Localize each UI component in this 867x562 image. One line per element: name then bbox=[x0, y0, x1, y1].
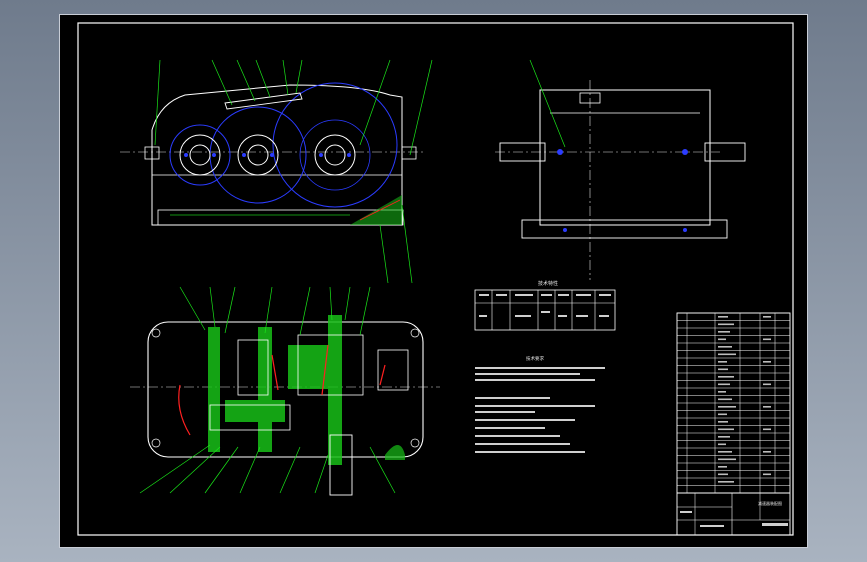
gear-circle-4 bbox=[299, 119, 371, 191]
parts-list-entry bbox=[718, 473, 728, 476]
parts-list-entry bbox=[718, 376, 734, 378]
side-breather bbox=[579, 92, 601, 104]
tech-requirements: 技术要求 bbox=[475, 355, 605, 453]
tech-spec-table: 技术特性 bbox=[474, 280, 616, 331]
drawing-frame bbox=[77, 22, 794, 536]
parts-list bbox=[676, 312, 791, 536]
parts-list-entry bbox=[718, 368, 728, 371]
parts-list-entry bbox=[718, 406, 736, 408]
title-block-name: 减速器装配图 bbox=[758, 500, 782, 506]
parts-list-entry bbox=[718, 316, 728, 318]
parts-list-entry bbox=[718, 458, 736, 461]
note-lines bbox=[475, 367, 605, 453]
parts-list-entry bbox=[718, 361, 727, 363]
cad-drawing: 技术特性 技术要求 bbox=[77, 22, 794, 536]
side-shaft-right bbox=[704, 142, 746, 162]
side-view bbox=[495, 59, 746, 280]
parts-list-entry bbox=[718, 466, 727, 468]
output-shaft-end bbox=[401, 146, 417, 160]
parts-list-entry bbox=[718, 338, 726, 341]
inspection-cover bbox=[224, 92, 303, 110]
front-view bbox=[120, 59, 433, 284]
tech-requirements-title: 技术要求 bbox=[526, 355, 544, 362]
parts-list-entry bbox=[718, 398, 732, 401]
parts-list-entry bbox=[718, 331, 730, 333]
input-shaft-end bbox=[144, 146, 160, 160]
parts-list-entry bbox=[718, 346, 732, 348]
base-flange bbox=[157, 209, 404, 226]
gear-circle-1 bbox=[169, 124, 231, 186]
parts-list-entry bbox=[718, 428, 734, 431]
bearing-boss-1 bbox=[179, 134, 221, 176]
side-housing bbox=[539, 89, 711, 226]
side-shaft-left bbox=[499, 142, 546, 162]
bearing-boss-3 bbox=[314, 134, 356, 176]
top-output-shaft bbox=[329, 434, 353, 496]
parts-list-entry bbox=[718, 421, 728, 423]
title-block: 减速器装配图 bbox=[677, 492, 790, 535]
bearing-boss-2 bbox=[237, 134, 279, 176]
parts-list-entry bbox=[718, 353, 736, 356]
parts-list-entry bbox=[718, 436, 730, 438]
parts-list-entry bbox=[718, 383, 730, 386]
side-base bbox=[521, 219, 728, 239]
front-leaders bbox=[154, 59, 433, 284]
parts-list-entry bbox=[718, 481, 734, 483]
oil-region-hatch bbox=[350, 195, 402, 225]
parts-list-entry bbox=[718, 323, 734, 326]
gear-circle-3 bbox=[272, 82, 398, 208]
parts-list-entry bbox=[718, 391, 726, 393]
parts-list-entry bbox=[718, 451, 732, 453]
seal-lines bbox=[178, 344, 386, 436]
parts-list-entry bbox=[718, 443, 726, 446]
top-view bbox=[130, 286, 440, 496]
top-housing bbox=[147, 321, 424, 458]
housing-outline bbox=[151, 84, 403, 226]
tech-spec-title: 技术特性 bbox=[538, 280, 558, 287]
drawing-sheet: 技术特性 技术要求 bbox=[59, 14, 808, 548]
parts-list-entry bbox=[718, 413, 727, 416]
top-leaders bbox=[139, 286, 396, 494]
